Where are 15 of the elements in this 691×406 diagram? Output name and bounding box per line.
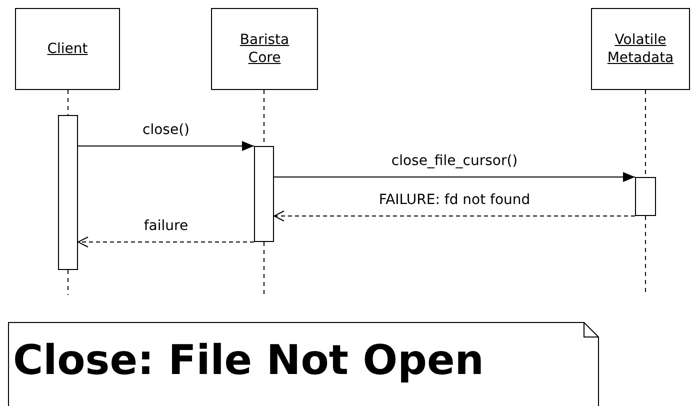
participant-box [211, 8, 318, 90]
message-arrow [274, 172, 636, 182]
participant-box [591, 8, 690, 90]
message-arrow [78, 141, 254, 151]
activation-bar [58, 115, 78, 270]
activation-bar [254, 146, 274, 242]
participant-name: Barista Core [238, 30, 290, 68]
participant-name: Client [47, 40, 88, 58]
return-arrow [78, 236, 254, 248]
activation-bar [635, 177, 656, 216]
participant-box [15, 8, 120, 90]
participant-name: Volatile Metadata [606, 30, 675, 68]
message-label: close() [140, 122, 192, 138]
return-arrow [274, 210, 636, 222]
diagram-title: Close: File Not Open [13, 338, 484, 384]
